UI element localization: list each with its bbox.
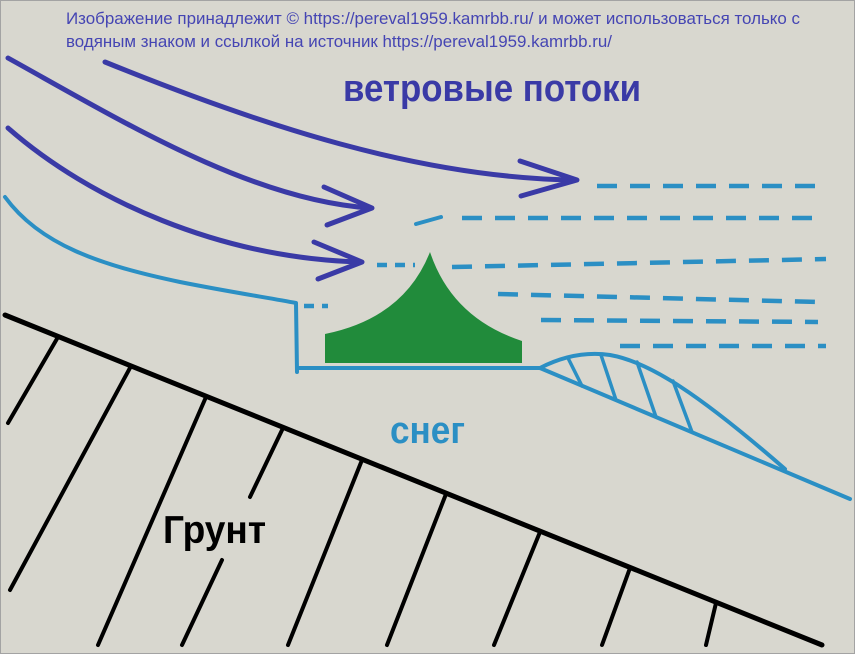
- wind-flow-dash-line: [497, 291, 819, 305]
- snow-drift-hatch-line: [671, 379, 694, 434]
- wind-arrow: [5, 55, 375, 228]
- wind-arrow-shaft: [102, 59, 578, 183]
- ground-hatch-line: [385, 492, 448, 647]
- wind-flow-dash-line: [540, 317, 819, 325]
- wind-arrow: [5, 125, 365, 282]
- wind-arrow-head: [321, 184, 375, 228]
- ground-hatch-line: [248, 426, 285, 499]
- ground-hatch-line: [492, 530, 542, 647]
- watermark: Изображение принадлежит © https://pereva…: [66, 9, 800, 51]
- ground-hatch-line: [8, 364, 133, 592]
- tent: [325, 252, 522, 363]
- watermark-line: водяным знаком и ссылкой на источник htt…: [66, 32, 612, 51]
- snow-drift-hatch-line: [635, 360, 658, 419]
- wind-arrow-shaft: [5, 55, 373, 211]
- snow-drift: [538, 351, 787, 471]
- ground-hatch-line: [704, 601, 718, 647]
- snow-label: снег: [390, 410, 465, 452]
- ground-label: Грунт: [163, 509, 266, 552]
- wind-flow-dash-line: [414, 215, 443, 226]
- ground-hatch-line: [600, 566, 632, 647]
- wind-arrow-head: [517, 158, 580, 199]
- wind-arrow-head: [311, 239, 365, 282]
- wind-arrow: [102, 59, 580, 199]
- wind-arrow-shaft: [5, 125, 363, 265]
- wind-flow-dash-line: [451, 256, 827, 270]
- ground-hatch-line: [96, 395, 208, 647]
- wind-flow-dashes: [304, 183, 827, 349]
- wind-flows-label: ветровые потоки: [343, 68, 641, 110]
- snow-drift-hatch-line: [566, 356, 584, 388]
- watermark-line: Изображение принадлежит © https://pereva…: [66, 9, 800, 28]
- snow-drift-hatch-line: [599, 353, 618, 402]
- ground-hatch-line: [6, 335, 60, 425]
- ground-surface-line: [2, 312, 825, 648]
- ground-hatch-line: [180, 558, 224, 647]
- ground-hatch-line: [286, 458, 364, 647]
- ground-hatching: [6, 335, 718, 647]
